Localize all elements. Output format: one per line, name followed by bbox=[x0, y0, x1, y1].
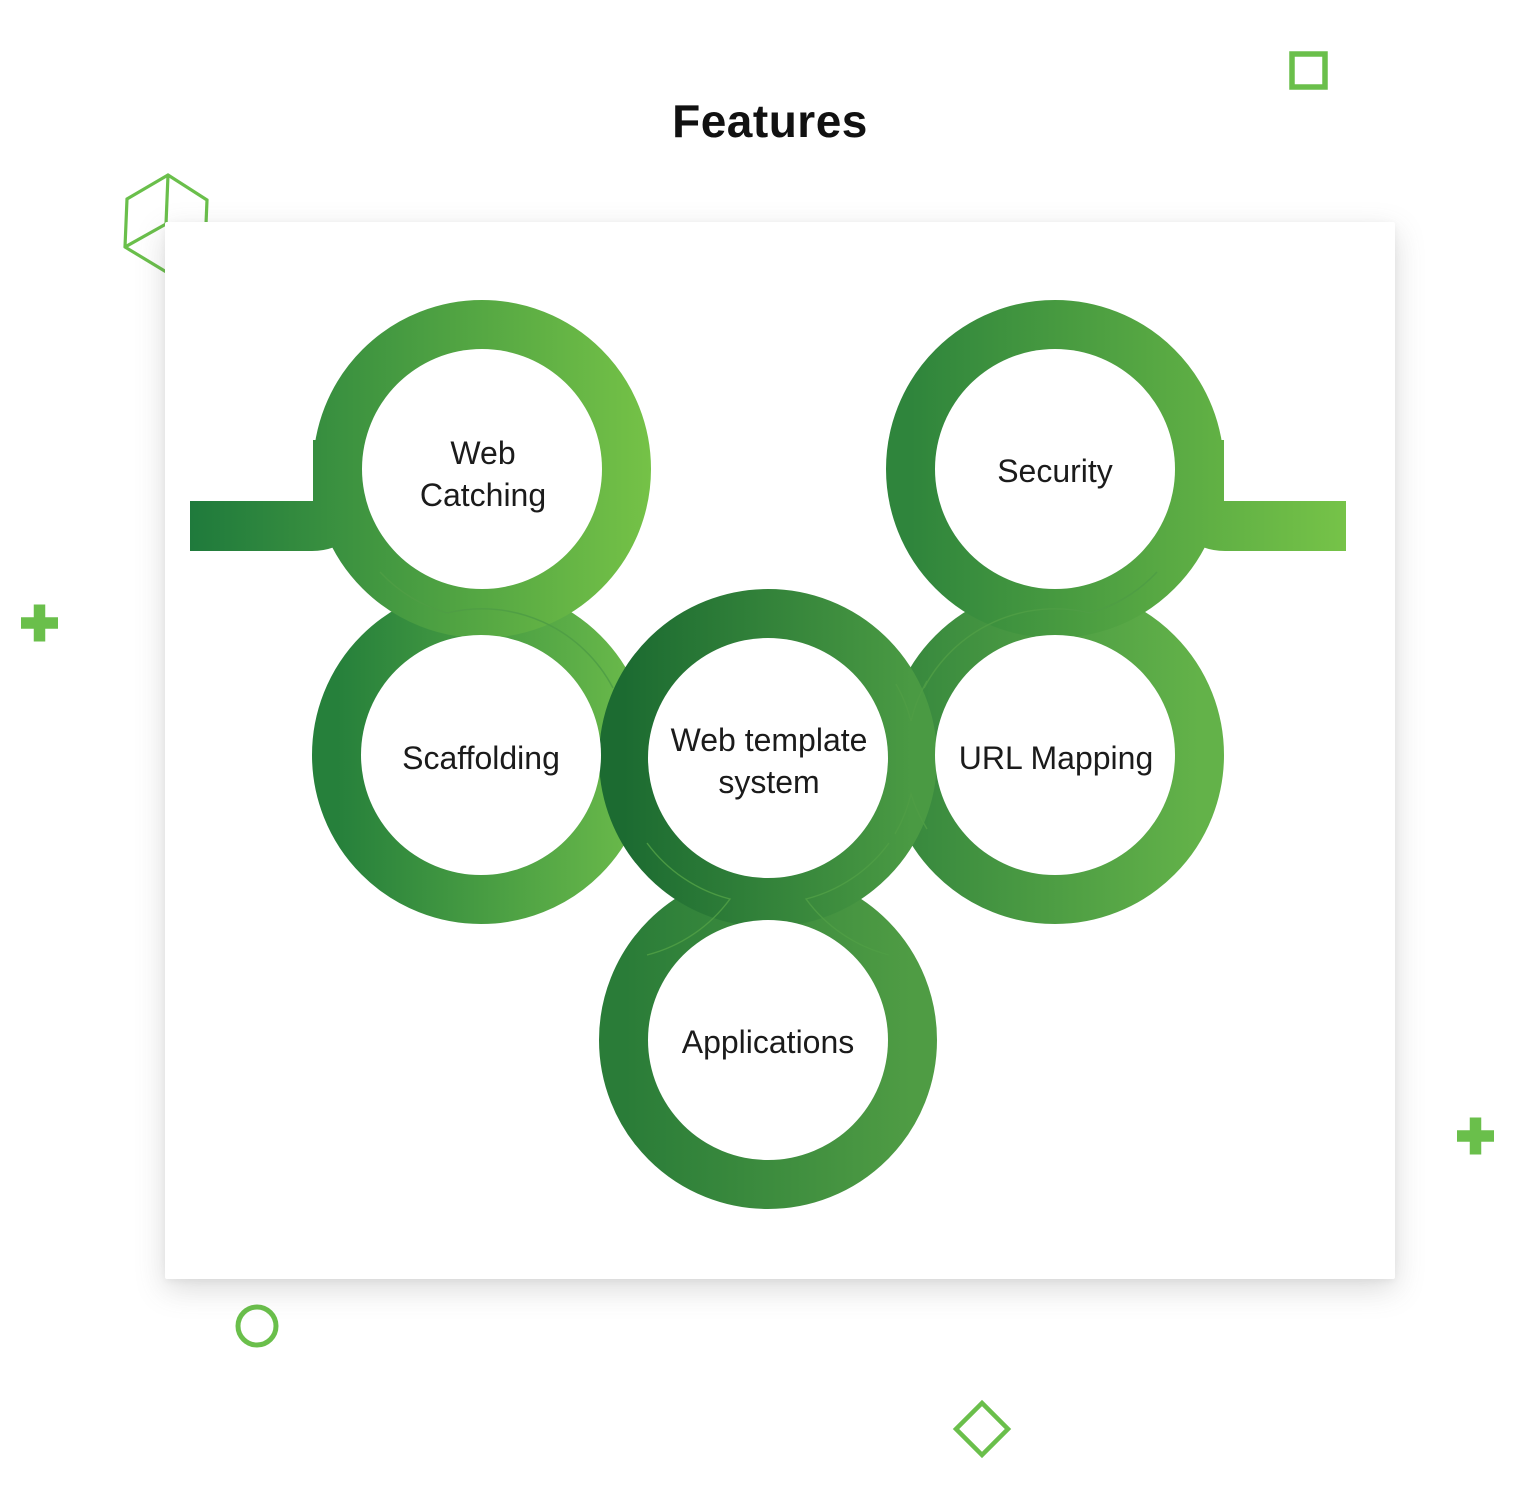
page-title: Features bbox=[672, 95, 868, 147]
diagram-card bbox=[165, 222, 1395, 1279]
circle-icon bbox=[235, 1304, 279, 1348]
plus-icon bbox=[1457, 1117, 1494, 1155]
plus-icon bbox=[21, 604, 58, 642]
square-icon bbox=[1289, 51, 1328, 90]
diamond-icon bbox=[952, 1399, 1012, 1459]
